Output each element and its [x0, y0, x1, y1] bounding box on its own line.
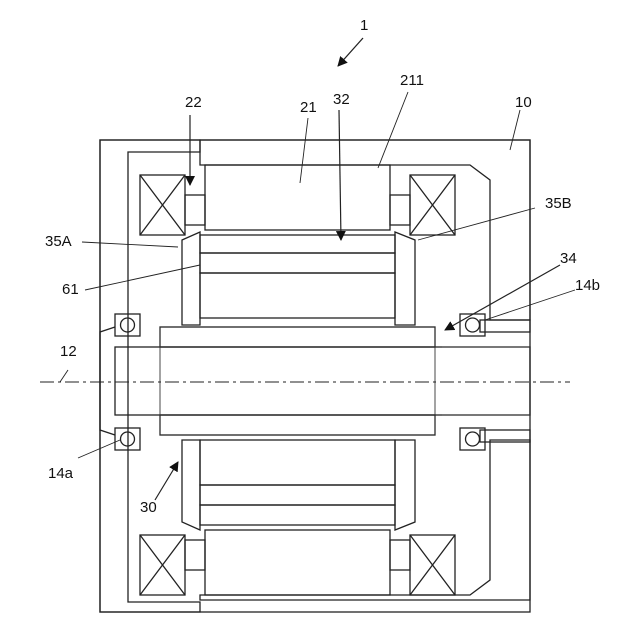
label-rotor-assembly: 30: [140, 499, 157, 516]
label-rotor-core: 32: [333, 91, 350, 108]
label-main: 1: [360, 17, 368, 34]
label-bearing-a: 14a: [48, 465, 74, 482]
label-housing: 10: [515, 94, 532, 111]
shaft: [100, 327, 530, 435]
rotor-upper: [182, 232, 415, 325]
label-stator-core: 211: [400, 72, 424, 89]
label-coil-end: 22: [185, 94, 202, 111]
label-stator: 21: [300, 99, 317, 116]
stator-upper: [140, 165, 455, 235]
housing: [100, 140, 530, 612]
label-shaft: 34: [560, 250, 577, 267]
label-end-plate-b: 35B: [545, 195, 572, 212]
label-magnet: 61: [62, 281, 79, 298]
stator-lower: [140, 530, 455, 595]
label-axis: 12: [60, 343, 77, 360]
label-end-plate-a: 35A: [45, 233, 72, 250]
label-bearing-b: 14b: [575, 277, 600, 294]
rotor-lower: [182, 440, 415, 530]
leader-lines: [60, 38, 575, 500]
